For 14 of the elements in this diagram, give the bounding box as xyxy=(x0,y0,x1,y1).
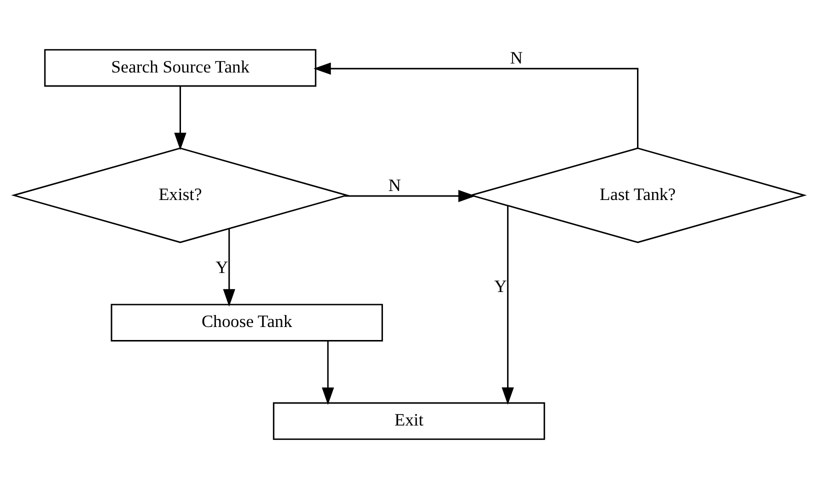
arrow xyxy=(313,62,638,148)
arrow xyxy=(174,86,186,150)
edge-label: N xyxy=(510,48,523,68)
edge-label: Y xyxy=(494,277,507,296)
node-diamond: Exist? xyxy=(11,147,350,244)
arrow xyxy=(502,206,514,405)
node-box: Choose Tank xyxy=(110,304,383,342)
node-box: Exit xyxy=(272,402,546,440)
arrow xyxy=(322,341,334,405)
node-box: Search Source Tank xyxy=(44,49,316,87)
edge-label: Y xyxy=(216,258,228,278)
arrow xyxy=(344,190,476,202)
edge-label: N xyxy=(388,176,401,196)
arrow xyxy=(223,228,236,307)
